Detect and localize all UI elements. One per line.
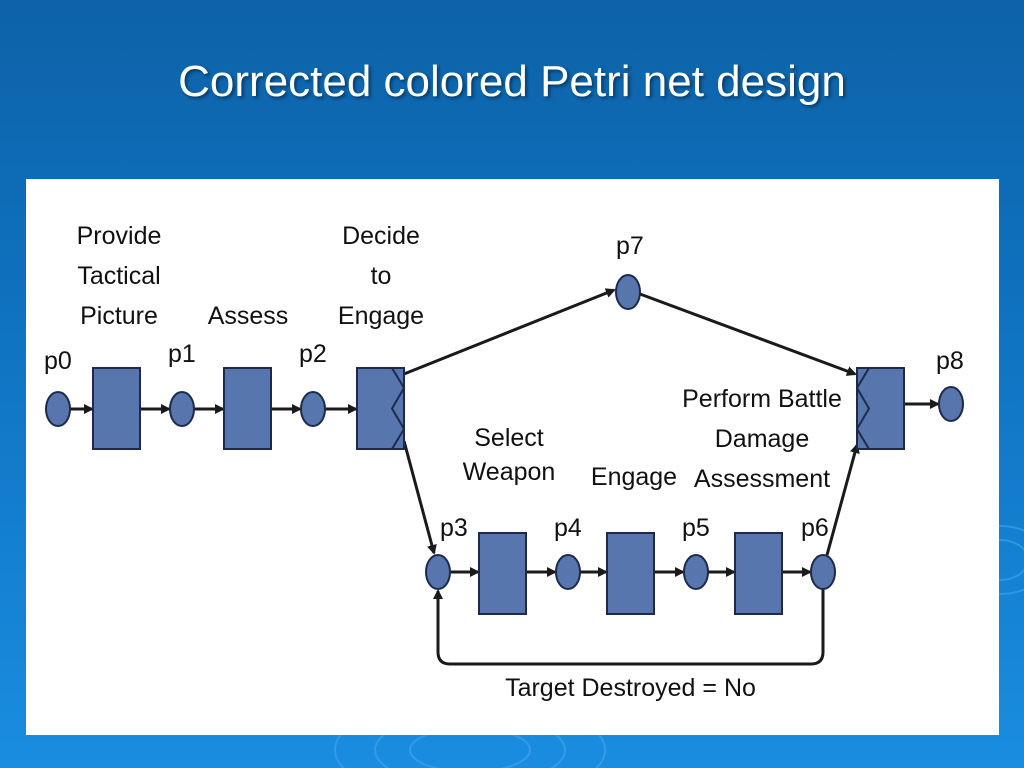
xor-split-marker <box>390 367 406 450</box>
transition-assess <box>223 367 272 450</box>
transition-provide <box>92 367 141 450</box>
transition-label-bda-line-2: Damage <box>715 425 810 453</box>
arcs-layer <box>70 288 940 666</box>
xor-join-marker <box>855 367 871 450</box>
transition-final <box>856 367 905 450</box>
transition-label-provide-line-3: Picture <box>80 302 158 330</box>
place-label-p5: p5 <box>682 514 710 542</box>
place-p2 <box>300 391 326 427</box>
nodes-layer <box>45 274 964 615</box>
transition-label-decide-line-1: Decide <box>342 222 420 250</box>
transition-label-select-line-1: Select <box>474 424 544 452</box>
place-label-p4: p4 <box>554 514 582 542</box>
transition-engage <box>606 532 655 615</box>
arc-p6-to-p3 <box>433 589 825 666</box>
arc-p7-to-t-final <box>639 292 857 376</box>
place-p4 <box>555 554 581 590</box>
transition-label-provide-line-1: Provide <box>77 222 162 250</box>
place-p7 <box>615 274 641 310</box>
transition-label-bda-line-1: Perform Battle <box>682 385 842 413</box>
arc-label-target-destroyed: Target Destroyed = No <box>505 674 756 702</box>
transition-label-engage-line-1: Engage <box>591 463 677 491</box>
transition-decide <box>356 367 405 450</box>
transition-label-provide-line-2: Tactical <box>77 262 160 290</box>
place-label-p8: p8 <box>936 347 964 375</box>
place-label-p2: p2 <box>299 340 327 368</box>
place-label-p3: p3 <box>440 514 468 542</box>
place-label-p0: p0 <box>44 347 72 375</box>
transition-label-select-line-2: Weapon <box>463 458 556 486</box>
transition-label-decide-line-2: to <box>371 262 392 290</box>
place-p6 <box>810 554 836 590</box>
place-label-p6: p6 <box>801 514 829 542</box>
transition-label-bda-line-3: Assessment <box>694 465 830 493</box>
place-label-p7: p7 <box>616 232 644 260</box>
transition-bda <box>734 532 783 615</box>
transition-select <box>478 532 527 615</box>
arc-t-decide-to-p3 <box>402 440 437 555</box>
arc-t-decide-to-p7 <box>403 288 616 376</box>
place-label-p1: p1 <box>168 340 196 368</box>
slide-title: Corrected colored Petri net design <box>178 57 846 106</box>
transition-label-decide-line-3: Engage <box>338 302 424 330</box>
place-p0 <box>45 391 71 427</box>
place-p5 <box>683 554 709 590</box>
place-p3 <box>425 554 451 590</box>
place-p8 <box>938 386 964 422</box>
arc-p6-to-t-final <box>825 443 860 556</box>
transition-label-assess-line-1: Assess <box>208 302 289 330</box>
place-p1 <box>169 391 195 427</box>
